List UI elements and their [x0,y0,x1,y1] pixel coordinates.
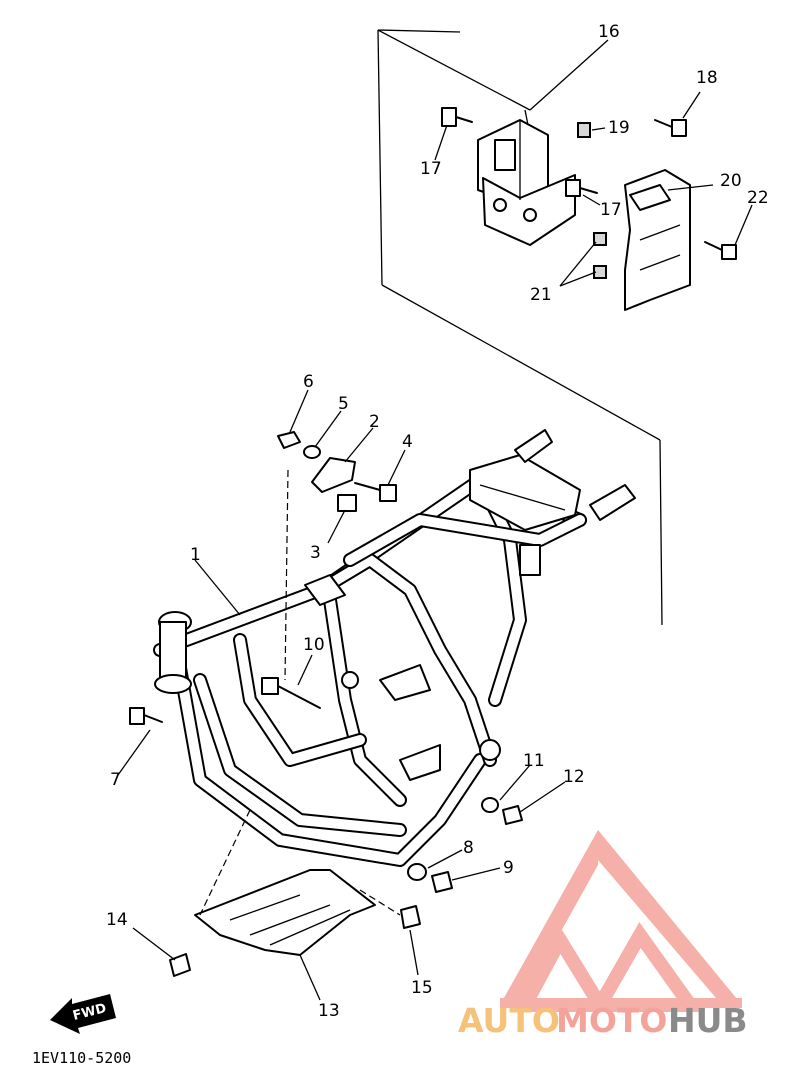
callout-10: 10 [303,635,325,655]
callout-12: 12 [563,767,585,787]
watermark-text: AUTO MOTO HUB [458,1001,748,1040]
bolt-10 [261,677,321,709]
callout-16: 16 [598,22,620,42]
exploded-box-outline [377,29,663,626]
damper-21 [593,232,607,279]
washer-8 [407,863,427,881]
engine-bracket-2 [311,457,356,493]
watermark-auto: AUTO [458,1001,560,1040]
main-frame [153,429,636,867]
callout-17-upper: 17 [420,159,442,179]
callout-20: 20 [720,171,742,191]
watermark-hub: HUB [668,1001,748,1040]
bolt-15 [400,905,421,929]
bolt-17-lower [565,179,598,197]
callout-11: 11 [523,751,545,771]
callout-7: 7 [110,770,121,790]
battery-cover [624,169,691,311]
callout-4: 4 [402,432,413,452]
battery-bracket [477,109,576,246]
callout-13: 13 [318,1001,340,1021]
callout-6: 6 [303,372,314,392]
callout-17-lower: 17 [600,200,622,220]
callout-9: 9 [503,858,514,878]
collar-3 [337,494,357,512]
callout-1: 1 [190,545,201,565]
bolt-22 [704,241,737,260]
bolt-14 [169,953,191,977]
nut-9 [431,871,453,893]
drawing-code: 1EV110-5200 [32,1049,131,1067]
nut-11 [481,797,499,813]
washer-5 [303,445,321,459]
callout-21: 21 [530,285,552,305]
watermark-moto: MOTO [556,1001,667,1040]
callout-14: 14 [106,910,128,930]
under-guard [194,869,376,956]
bolt-17-upper [441,107,473,127]
callout-15: 15 [411,978,433,998]
callout-19: 19 [608,118,630,138]
bolt-18 [654,119,687,137]
callout-18: 18 [696,68,718,88]
callout-2: 2 [369,412,380,432]
leader-lines [117,39,753,1001]
callout-3: 3 [310,543,321,563]
callout-5: 5 [338,394,349,414]
nut-12 [502,805,523,825]
bolt-4 [354,482,397,502]
automotohub-logo [500,830,742,1012]
callout-labels: 16 17 17 18 19 20 22 21 6 5 2 4 3 1 10 7… [106,22,769,1021]
nut-6 [277,431,301,449]
callout-22: 22 [747,188,769,208]
callout-8: 8 [463,838,474,858]
fwd-arrow-icon: FWD [50,994,116,1034]
damper-19 [577,122,591,138]
bolt-7 [129,707,163,725]
